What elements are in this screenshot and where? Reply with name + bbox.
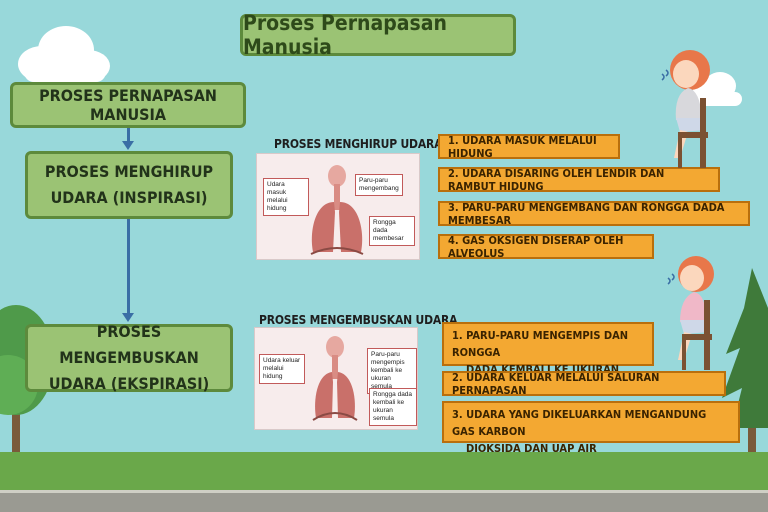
page-title: Proses Pernapasan Manusia xyxy=(240,11,516,59)
exhale-step-1-line1: 1. PARU-PARU MENGEMPIS DAN RONGGA xyxy=(452,329,629,359)
cloud-icon xyxy=(18,26,110,82)
lungs-icon xyxy=(312,336,358,421)
road-strip xyxy=(0,490,768,512)
inhale-caption: PROSES MENGHIRUP UDARA xyxy=(274,137,443,151)
inhale-step-4: 4. GAS OKSIGEN DISERAP OLEH ALVEOLUS xyxy=(438,234,654,260)
inhale-step-1: 1. UDARA MASUK MELALUI HIDUNG xyxy=(438,134,620,160)
grass-strip xyxy=(0,452,768,490)
exhale-label-lungs: Paru-paru mengempis kembali ke ukuran se… xyxy=(367,348,417,394)
flow-box-main: PROSES PERNAPASAN MANUSIA xyxy=(10,82,246,128)
flow-connector xyxy=(127,219,130,314)
flow-expiration-line1: PROSES MENGEMBUSKAN xyxy=(59,322,199,367)
arrow-down-icon xyxy=(122,141,134,150)
inhale-diagram: Udara masuk melalui hidung Paru-paru men… xyxy=(256,153,420,260)
exhale-step-2: 2. UDARA KELUAR MELALUI SALURAN PERNAPAS… xyxy=(442,371,726,397)
chair-icon xyxy=(682,300,712,370)
exhale-step-3-line1: 3. UDARA YANG DIKELUARKAN MENGANDUNG GAS… xyxy=(452,408,707,438)
flow-connector xyxy=(127,128,130,142)
inhale-step-2: 2. UDARA DISARING OLEH LENDIR DAN RAMBUT… xyxy=(438,167,720,193)
exhale-step-3-line2: DIOKSIDA DAN UAP AIR xyxy=(466,442,597,455)
exhale-diagram: Udara keluar melalui hidung Paru-paru me… xyxy=(254,327,418,430)
exhale-step-3: 3. UDARA YANG DIKELUARKAN MENGANDUNG GAS… xyxy=(442,401,740,455)
girl-breathing-icon xyxy=(667,256,714,360)
lungs-icon xyxy=(310,165,364,255)
exhale-label-nose: Udara keluar melalui hidung xyxy=(259,354,305,384)
flow-inspiration-line1: PROSES MENGHIRUP xyxy=(44,162,214,181)
flow-box-inspiration: PROSES MENGHIRUP UDARA (INSPIRASI) xyxy=(25,151,233,219)
girl-breathing-icon xyxy=(661,50,710,158)
inhale-label-nose: Udara masuk melalui hidung xyxy=(263,178,309,216)
arrow-down-icon xyxy=(122,313,134,322)
inhale-label-chest: Rongga dada membesar xyxy=(369,216,415,246)
exhale-step-1: 1. PARU-PARU MENGEMPIS DAN RONGGA DADA K… xyxy=(442,322,654,393)
flow-box-expiration: PROSES MENGEMBUSKAN UDARA (EKSPIRASI) xyxy=(25,322,233,393)
chair-icon xyxy=(678,98,708,168)
tree-icon xyxy=(722,268,768,458)
inhale-step-3: 3. PARU-PARU MENGEMBANG DAN RONGGA DADA … xyxy=(438,201,750,227)
exhale-caption: PROSES MENGEMBUSKAN UDARA xyxy=(259,313,458,327)
cloud-icon xyxy=(692,72,742,106)
exhale-label-chest: Rongga dada kembali ke ukuran semula xyxy=(369,388,417,426)
flow-expiration-line2: UDARA (EKSPIRASI) xyxy=(48,374,210,393)
inhale-label-lungs: Paru-paru mengembang xyxy=(355,174,403,196)
flow-inspiration-line2: UDARA (INSPIRASI) xyxy=(50,188,208,207)
